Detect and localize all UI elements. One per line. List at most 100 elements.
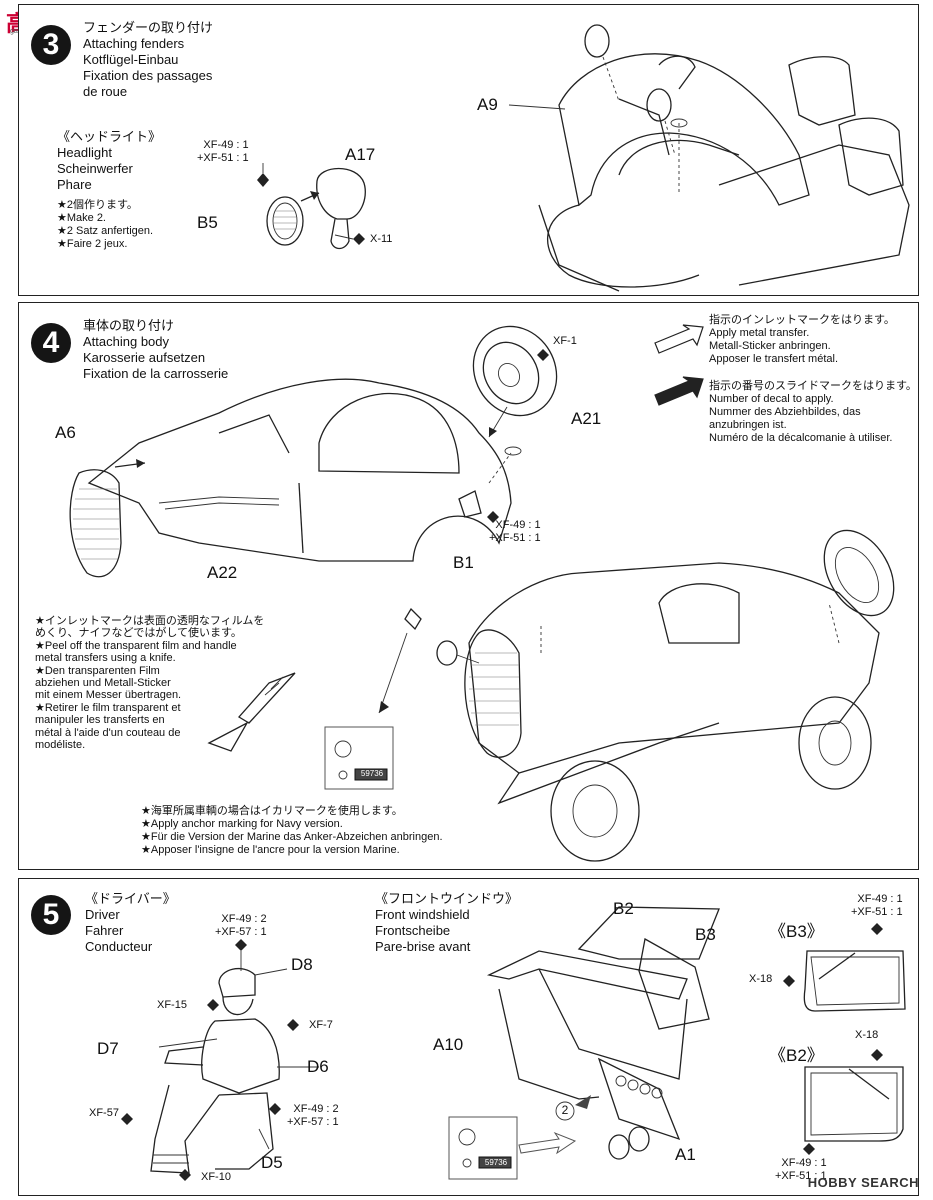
b3-detail-label: 《B3》 bbox=[769, 922, 824, 941]
navy-note-2: ★Für die Version der Marine das Anker-Ab… bbox=[141, 831, 443, 843]
b2-paint-xf51: +XF-51 : 1 bbox=[775, 1170, 827, 1182]
step-3-title-en: Attaching fenders bbox=[83, 36, 185, 51]
note-make2-jp: ★2個作ります。 bbox=[57, 199, 138, 211]
transfer-note-2: ★Peel off the transparent film and handl… bbox=[35, 639, 237, 652]
paint-xf10: XF-10 bbox=[201, 1171, 231, 1183]
seat-part bbox=[788, 56, 856, 126]
part-a21-label: A21 bbox=[571, 409, 602, 428]
part-a1-label: A1 bbox=[675, 1145, 696, 1164]
part-a6-label: A6 bbox=[55, 423, 76, 442]
step-5-illustration bbox=[121, 906, 906, 1181]
d8-cap-part bbox=[218, 967, 256, 998]
b2-glass-part bbox=[577, 906, 720, 960]
transfer-note-6: mit einem Messer übertragen. bbox=[35, 689, 182, 702]
step-4-illustration bbox=[69, 324, 895, 862]
b3-glass-part bbox=[638, 937, 710, 1030]
headlight-title-de: Scheinwerfer bbox=[57, 161, 133, 176]
part-a9-label: A9 bbox=[477, 95, 498, 114]
windshield-title-fr: Pare-brise avant bbox=[375, 939, 471, 954]
step-4-title-fr: Fixation de la carrosserie bbox=[83, 366, 229, 381]
driver-title-en: Driver bbox=[85, 907, 120, 922]
paint-d5-xf57: +XF-57 : 1 bbox=[287, 1116, 339, 1128]
a6-grille-part bbox=[69, 469, 122, 578]
decal-sheet-sample-2 bbox=[448, 1116, 518, 1180]
step-4-number: 4 bbox=[31, 323, 71, 363]
transfer-note-1: めくり、ナイフなどではがして使います。 bbox=[35, 627, 242, 640]
transfer-note-8: manipuler les transferts en bbox=[35, 714, 165, 727]
part-b2-label: B2 bbox=[613, 899, 634, 918]
headlight-title-jp: 《ヘッドライト》 bbox=[57, 129, 162, 144]
step-5-number: 5 bbox=[31, 895, 71, 935]
navy-note-0: ★海軍所属車輌の場合はイカリマークを使用します。 bbox=[141, 805, 403, 817]
legend-decal-jp: 指示の番号のスライドマークをはります。 bbox=[709, 380, 917, 392]
step-3-title-fr1: Fixation des passages bbox=[83, 68, 213, 83]
a21-spare-tire-part bbox=[472, 325, 558, 417]
navy-note-3: ★Apposer l'insigne de l'ancre pour la ve… bbox=[141, 844, 400, 856]
legend-transfer-fr: Apposer le transfert métal. bbox=[709, 353, 839, 365]
step-3-number: 3 bbox=[31, 25, 71, 65]
paint-b1-xf51: +XF-51 : 1 bbox=[489, 532, 541, 544]
decal-number-circle bbox=[555, 1101, 575, 1121]
paint-code-xf1: XF-1 bbox=[553, 335, 577, 347]
transfer-note-7: ★Retirer le film transparent et bbox=[35, 701, 181, 714]
windshield-title-de: Frontscheibe bbox=[375, 923, 451, 938]
b5-lens-part bbox=[266, 196, 304, 246]
legend-decal-de2: anzubringen ist. bbox=[709, 419, 787, 431]
b3-paint-x18: X-18 bbox=[749, 973, 773, 985]
legend-decal-en: Number of decal to apply. bbox=[709, 393, 834, 405]
d6-torso-part bbox=[201, 1018, 280, 1094]
a22-body-part bbox=[87, 378, 512, 562]
paint-xf7: XF-7 bbox=[309, 1019, 333, 1031]
knife-illustration bbox=[237, 672, 296, 724]
transfer-note-4: ★Den transparenten Film bbox=[35, 664, 160, 677]
part-d5-label: D5 bbox=[261, 1153, 283, 1172]
assembled-spare-tire bbox=[823, 529, 895, 617]
transfer-note-3: metal transfers using a knife. bbox=[35, 652, 176, 665]
part-a17-label: A17 bbox=[345, 145, 376, 164]
step-3-illustration bbox=[257, 24, 910, 292]
step-4-title-de: Karosserie aufsetzen bbox=[83, 350, 206, 365]
note-make2-en: ★Make 2. bbox=[57, 212, 106, 224]
decal-sheet-sample bbox=[324, 726, 394, 790]
note-make2-fr: ★Faire 2 jeux. bbox=[57, 238, 128, 250]
driver-title-fr: Conducteur bbox=[85, 939, 153, 954]
paint-code-xf49: XF-49 : 1 bbox=[203, 139, 249, 151]
metal-transfer-arrow-icon bbox=[654, 324, 704, 354]
b2-paint-x18: X-18 bbox=[855, 1029, 879, 1041]
transfer-disc bbox=[436, 640, 458, 666]
a1-part bbox=[608, 1134, 630, 1160]
transfer-note-10: modéliste. bbox=[35, 739, 86, 752]
step-4-title-en: Attaching body bbox=[83, 334, 170, 349]
front-wheel bbox=[550, 760, 640, 862]
paint-xf57: XF-57 bbox=[89, 1107, 119, 1119]
step-3-panel: 3 フェンダーの取り付け Attaching fenders Kotflügel… bbox=[18, 4, 919, 296]
paint-code-x11: X-11 bbox=[370, 233, 393, 245]
driver-title-jp: 《ドライバー》 bbox=[85, 891, 176, 906]
part-d6-label: D6 bbox=[307, 1057, 329, 1076]
part-b3-label: B3 bbox=[695, 925, 716, 944]
step-5-panel: 5 《ドライバー》 Driver Fahrer Conducteur XF-49… bbox=[18, 878, 919, 1196]
part-a22-label: A22 bbox=[207, 563, 238, 582]
paint-code-xf51: +XF-51 : 1 bbox=[197, 152, 249, 164]
part-d7-label: D7 bbox=[97, 1039, 119, 1058]
step-3-title-de: Kotflügel-Einbau bbox=[83, 52, 179, 67]
b2-b3-frame-part bbox=[486, 950, 688, 1000]
step-3-title-fr2: de roue bbox=[83, 84, 128, 99]
windshield-title-en: Front windshield bbox=[375, 907, 470, 922]
rear-wheel bbox=[798, 696, 872, 790]
paint-d8-xf57: +XF-57 : 1 bbox=[215, 926, 267, 938]
anchor-mark-icon bbox=[404, 607, 422, 631]
headlight-title-fr: Phare bbox=[57, 177, 92, 192]
decal-number: 2 bbox=[561, 1103, 569, 1117]
b2-detail-glass bbox=[804, 1066, 904, 1142]
b2-detail-label: 《B2》 bbox=[769, 1046, 824, 1065]
part-d8-label: D8 bbox=[291, 955, 313, 974]
assembled-car-body bbox=[468, 562, 880, 774]
decal-plate-number-2: 59736 bbox=[484, 1158, 508, 1167]
a17-housing-part bbox=[316, 168, 366, 220]
legend-transfer-en: Apply metal transfer. bbox=[709, 327, 810, 339]
decal-arrow-icon bbox=[654, 376, 704, 406]
part-b5-label: B5 bbox=[197, 213, 218, 232]
navy-note-1: ★Apply anchor marking for Navy version. bbox=[141, 818, 343, 830]
b3-detail-glass bbox=[803, 950, 906, 1012]
